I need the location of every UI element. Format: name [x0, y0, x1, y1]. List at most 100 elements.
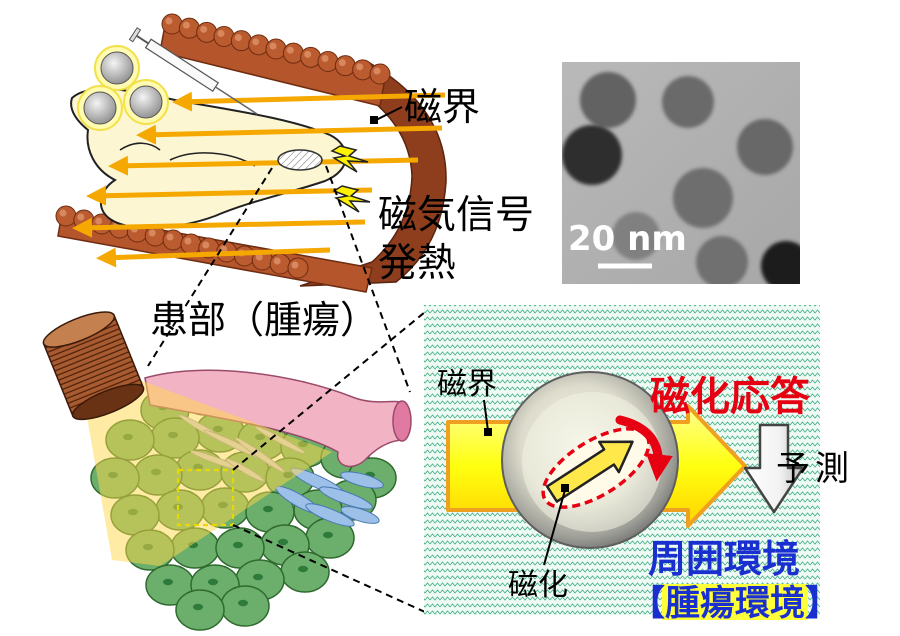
coil-winding	[213, 26, 235, 47]
coil-winding-highlight	[95, 217, 103, 225]
coil-winding	[265, 38, 287, 60]
coil-cylinder-top	[42, 311, 116, 348]
tem-nanoparticle	[562, 125, 622, 185]
tem-nanoparticle	[696, 236, 748, 284]
magnetic-field-leader-marker	[370, 116, 378, 124]
coil-winding	[196, 21, 218, 43]
coil-winding-highlight	[255, 253, 263, 261]
tem-nanoparticle	[612, 212, 660, 260]
zoom-line-panel-top	[232, 311, 426, 471]
heat-label: 発熱	[378, 241, 456, 286]
coil-winding-highlight	[291, 261, 299, 269]
coil-winding-highlight	[59, 209, 67, 217]
coil-winding-highlight	[356, 63, 364, 71]
coil-winding	[162, 229, 184, 251]
coil-winding	[180, 233, 202, 255]
tem-nanoparticle	[673, 168, 733, 228]
coil-winding-highlight	[200, 25, 208, 33]
syringe-plunger	[128, 27, 142, 43]
panel-field-leader-line	[483, 399, 489, 432]
blood-vessel	[144, 369, 405, 468]
cell-nucleus	[263, 505, 273, 513]
magnetic-field-leader-line	[375, 106, 403, 121]
prediction-label-part-1: 予	[776, 449, 810, 489]
cell-nucleus	[323, 531, 333, 539]
coil-winding-highlight	[373, 67, 381, 75]
prediction-label-part-2: 測	[815, 449, 849, 489]
cell-nucleus	[253, 573, 263, 581]
coil-winding	[233, 245, 255, 267]
prediction-down-arrow	[743, 423, 805, 514]
cell-nucleus	[298, 565, 308, 573]
zoom-region-box	[176, 468, 235, 527]
tem-nanoparticle	[580, 72, 636, 128]
magnetization-leader-marker	[561, 484, 569, 492]
magnetic-field-arrow	[96, 247, 331, 268]
surrounding-environment-label: 周囲環境	[648, 537, 800, 581]
magnetic-beam	[84, 380, 332, 566]
cell-nucleus	[208, 578, 218, 586]
tem-nanoparticles	[562, 72, 800, 284]
coil-winding	[269, 253, 291, 275]
affected-area-label: 患部（腫瘍）	[150, 298, 378, 342]
cell-nucleus	[233, 541, 243, 549]
coil-winding-highlight	[165, 17, 173, 25]
coil-winding-highlight	[273, 257, 281, 265]
magnetization-mechanism-panel: 磁界 磁化応答 予 測 周囲環境 【腫瘍環境】 磁化	[424, 305, 849, 624]
syringe-needle	[215, 86, 258, 115]
cell-nucleus	[163, 578, 173, 586]
lightning-bolt-icon	[332, 185, 371, 213]
magnetic-signal-label: 磁気信号	[378, 193, 534, 238]
blood-vessel-opening	[392, 400, 412, 442]
tem-nanoparticle	[737, 119, 793, 175]
coil-winding-highlight	[166, 233, 174, 241]
coil-windings	[55, 13, 391, 279]
tumor-site	[277, 149, 323, 171]
blue-cell	[305, 503, 355, 527]
coil-winding-highlight	[148, 229, 156, 237]
zoom-line-tumor-left	[147, 167, 273, 367]
panel-magnetic-field-label: 磁界	[437, 367, 497, 402]
cell-nucleus	[278, 538, 288, 546]
tem-micrograph: 20 nm	[562, 62, 800, 284]
coil-winding-highlight	[220, 245, 228, 253]
coil-winding-highlight	[217, 30, 225, 37]
magnetization-label: 磁化	[508, 568, 568, 603]
coil-winding-highlight	[286, 46, 294, 54]
magnetic-field-arrow	[72, 217, 366, 238]
coil-winding-highlight	[234, 34, 242, 42]
coil-cylinder-bottom	[71, 383, 145, 421]
tissue-cell	[280, 551, 330, 593]
magnetic-field-arrow	[172, 91, 446, 112]
syringe-rod	[136, 34, 149, 45]
tem-nanoparticle	[662, 76, 714, 128]
magnetic-field-arrow	[86, 185, 373, 206]
panel-field-leader-marker	[484, 428, 492, 436]
coil-winding	[178, 17, 200, 39]
coil-winding-highlight	[321, 55, 329, 62]
coil-winding	[369, 63, 391, 85]
tumor-environment-label: 【腫瘍環境】	[630, 584, 840, 624]
coil-winding-highlight	[182, 21, 190, 29]
tem-nanoparticle	[761, 241, 800, 284]
cell-nucleus	[193, 603, 203, 611]
tissue-cell	[175, 589, 225, 631]
nanoparticle	[100, 51, 134, 85]
zoom-line-tumor-right	[325, 165, 411, 393]
coil-winding	[55, 205, 77, 227]
tissue-cell	[220, 585, 270, 627]
zoom-lines	[147, 165, 426, 613]
coil-winding-highlight	[77, 213, 85, 221]
cell-nucleus	[238, 599, 248, 607]
coil-winding-highlight	[252, 38, 260, 46]
coil-winding	[282, 42, 304, 64]
rotation-arrow-icon	[615, 415, 673, 482]
coil-winding	[352, 59, 374, 81]
coil-winding-highlight	[338, 59, 346, 67]
magnetization-leader-line	[543, 489, 566, 566]
nanoparticle-cluster	[77, 45, 169, 131]
tumor-environment-highlight	[662, 584, 808, 620]
coil-winding-highlight	[304, 50, 312, 58]
